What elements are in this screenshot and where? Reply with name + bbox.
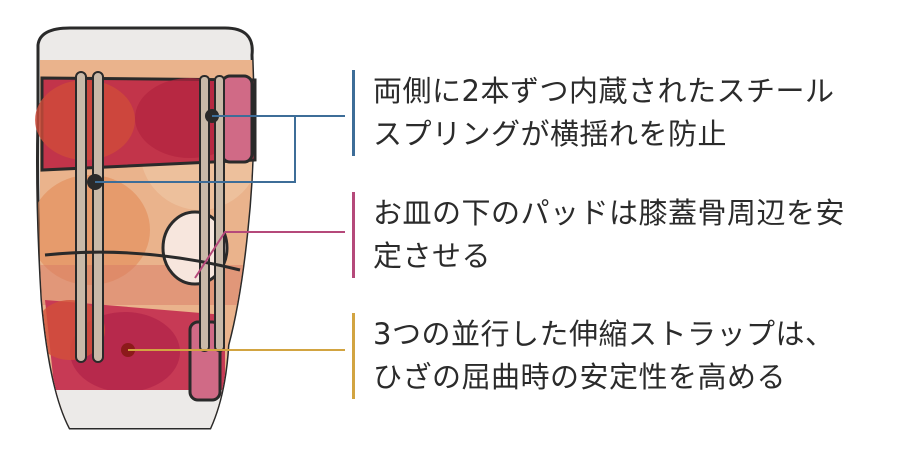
callout-line: 3つの並行した伸縮ストラップは、 xyxy=(373,317,835,351)
callout-elastic-straps: 3つの並行した伸縮ストラップは、 ひざの屈曲時の安定性を高める xyxy=(352,313,834,399)
patella-pad xyxy=(161,210,229,286)
left-springs xyxy=(75,71,104,363)
callout-line: 定させる xyxy=(373,239,492,273)
callout-line: ひざの屈曲時の安定性を高める xyxy=(373,360,787,394)
middle-strap-band xyxy=(44,250,241,272)
callout-line: お皿の下のパッドは膝蓋骨周辺を安 xyxy=(373,196,846,230)
upper-strap-tab xyxy=(220,74,254,164)
callout-line: スプリングが横揺れを防止 xyxy=(373,117,728,151)
callout-patella-pad: お皿の下のパッドは膝蓋骨周辺を安 定させる xyxy=(352,192,845,278)
callout-line: 両側に2本ずつ内蔵されたスチール xyxy=(373,74,835,108)
callout-steel-springs: 両側に2本ずつ内蔵されたスチール スプリングが横揺れを防止 xyxy=(352,70,834,156)
leader-blue xyxy=(95,115,345,183)
leader-pink xyxy=(194,231,345,279)
